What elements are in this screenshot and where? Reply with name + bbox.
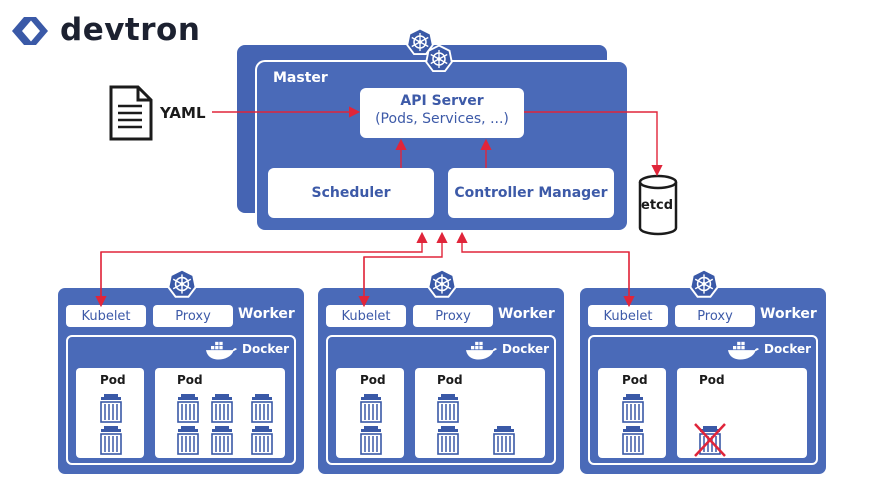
proxy-chip: Proxy [413, 305, 493, 327]
pod-box [415, 368, 545, 458]
pod-label: Pod [437, 373, 463, 387]
etcd-database-icon [638, 174, 678, 236]
etcd-label: etcd [641, 198, 674, 213]
worker-title: Worker [498, 306, 555, 322]
devtron-logo-text: devtron [60, 12, 201, 48]
pod-box [598, 368, 666, 458]
pod-box [677, 368, 807, 458]
controller-manager-box: Controller Manager [448, 168, 614, 218]
pod-label: Pod [622, 373, 648, 387]
docker-area [326, 335, 556, 465]
docker-area [66, 335, 296, 465]
yaml-label: YAML [160, 104, 206, 122]
yaml-document-icon [109, 85, 153, 141]
proxy-chip: Proxy [153, 305, 233, 327]
pod-label: Pod [100, 373, 126, 387]
arrow-worker1-to-master [100, 231, 428, 300]
devtron-logo-icon [12, 17, 48, 45]
api-server-subtitle: (Pods, Services, ...) [375, 111, 509, 127]
devtron-logo: devtron [8, 12, 208, 52]
arrow-worker3-to-master [456, 231, 630, 300]
worker-title: Worker [238, 306, 295, 322]
pod-label: Pod [177, 373, 203, 387]
scheduler-box: Scheduler [268, 168, 434, 218]
docker-label: Docker [242, 342, 290, 356]
pod-box [336, 368, 404, 458]
docker-area [588, 335, 818, 465]
kubelet-chip: Kubelet [326, 305, 406, 327]
api-server-box: API Server (Pods, Services, ...) [360, 88, 524, 138]
kubelet-chip: Kubelet [66, 305, 146, 327]
proxy-chip: Proxy [675, 305, 755, 327]
failed-x-icon [694, 423, 726, 457]
master-title: Master [273, 70, 328, 86]
kubelet-chip: Kubelet [588, 305, 668, 327]
arrow-api-to-etcd [524, 111, 663, 177]
api-server-title: API Server [400, 93, 484, 109]
docker-label: Docker [764, 342, 812, 356]
worker-title: Worker [760, 306, 817, 322]
pod-label: Pod [699, 373, 725, 387]
pod-label: Pod [360, 373, 386, 387]
docker-label: Docker [502, 342, 550, 356]
pod-box [76, 368, 144, 458]
arrow-worker2-to-master [363, 231, 448, 300]
